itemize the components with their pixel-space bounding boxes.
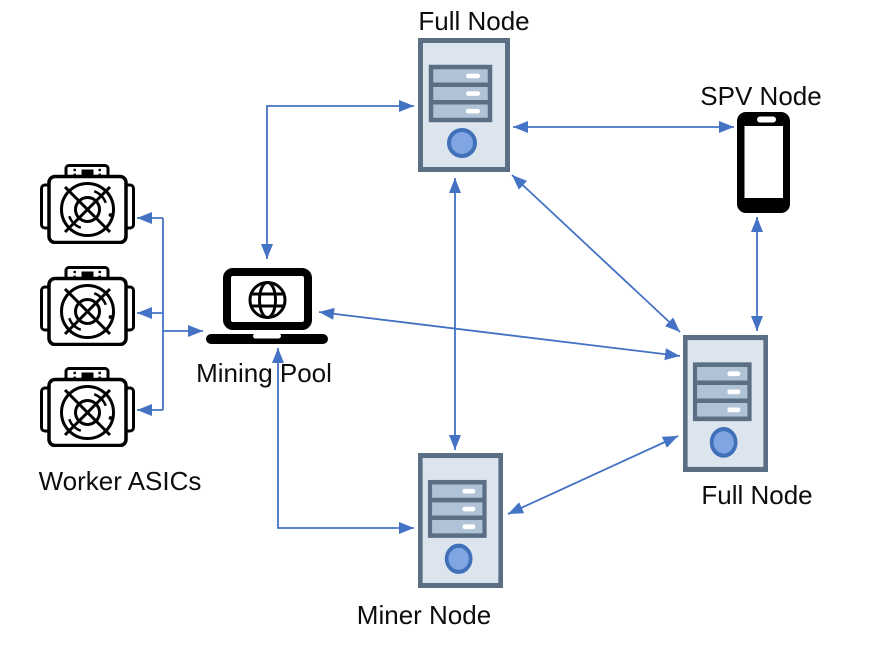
asic-miner-icon: [40, 266, 135, 346]
server-icon: [420, 456, 500, 586]
connector-mining-pool-full-node-right: [318, 307, 681, 361]
connector-full-node-top-full-node-right: [511, 174, 681, 333]
laptop-globe-icon: [206, 268, 328, 344]
worker-asics-label: Worker ASICs: [38, 466, 202, 496]
asic-miner-icon: [40, 367, 135, 447]
miner-node-label: Miner Node: [356, 600, 492, 630]
connector-miner-node-full-node-right: [507, 435, 679, 515]
globe-icon: [248, 281, 287, 319]
connector-mining-pool-miner-node: [272, 348, 414, 534]
mining-pool-label: Mining Pool: [196, 358, 332, 388]
asic-miner-icon: [40, 164, 135, 244]
spv-node-label: SPV Node: [700, 81, 822, 111]
connector-mining-pool-worker-asics: [137, 212, 203, 416]
full-node-right-label: Full Node: [701, 480, 813, 510]
connector-mining-pool-full-node-top: [261, 100, 414, 259]
smartphone-icon: [737, 112, 790, 213]
server-icon: [685, 338, 765, 470]
server-icon: [421, 41, 508, 170]
full-node-top-label: Full Node: [418, 6, 530, 36]
